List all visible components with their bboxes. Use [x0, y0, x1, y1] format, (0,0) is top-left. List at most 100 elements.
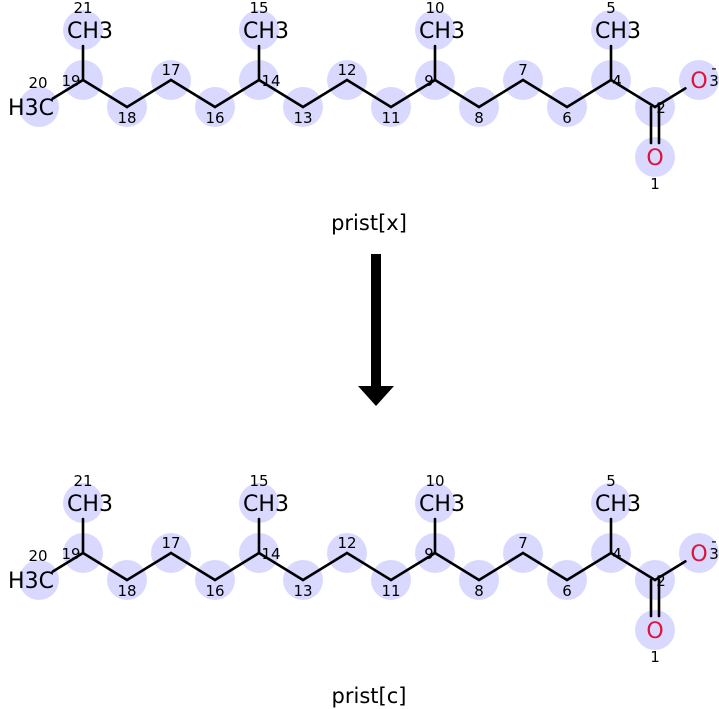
atom-highlight-3 [679, 60, 719, 100]
atom-number-9: 9 [424, 72, 434, 90]
atom-number-20: 20 [28, 547, 47, 565]
atom-number-4: 4 [612, 72, 622, 90]
atom-number-7: 7 [518, 61, 528, 79]
bond-7-6 [521, 78, 569, 109]
bond-2-3 [653, 87, 687, 109]
bond-2-3 [653, 560, 687, 582]
atom-number-13: 13 [293, 109, 312, 127]
atom-number-17: 17 [161, 61, 180, 79]
caption-prist-c: prist[c] [332, 684, 407, 708]
atom-number-12: 12 [337, 61, 356, 79]
atom-number-4: 4 [612, 545, 622, 563]
atom-number-2: 2 [656, 572, 666, 590]
bond-18-17 [125, 551, 173, 582]
atom-highlight-3 [679, 533, 719, 573]
bond-12-11 [345, 551, 393, 582]
bond-16-14 [213, 551, 261, 582]
atom-number-11: 11 [381, 109, 400, 127]
atom-number-1: 1 [650, 648, 660, 666]
atom-number-9: 9 [424, 545, 434, 563]
atom-number-6: 6 [562, 109, 572, 127]
bond-4-2 [609, 78, 657, 109]
bond-17-16 [169, 78, 217, 109]
atom-highlight-15 [239, 483, 279, 523]
atom-number-14: 14 [261, 545, 280, 563]
atom-number-18: 18 [117, 109, 136, 127]
atom-number-19: 19 [61, 72, 80, 90]
atom-label-15: CH3 [243, 492, 289, 517]
atom-number-10: 10 [425, 0, 444, 17]
bond-4-2 [609, 551, 657, 582]
atom-highlight-1 [635, 137, 675, 177]
atom-highlight-20 [19, 87, 59, 127]
atom-number-14: 14 [261, 72, 280, 90]
atom-label-5: CH3 [595, 492, 641, 517]
molecule-prist-x: O12O-34CH356789CH31011121314CH3151617181… [8, 0, 719, 193]
atom-number-8: 8 [474, 582, 484, 600]
bond-18-17 [125, 78, 173, 109]
atom-number-16: 16 [205, 582, 224, 600]
atom-number-5: 5 [606, 472, 616, 490]
bond-20-19 [51, 551, 85, 573]
atom-label-20: H3C [8, 569, 54, 594]
bond-16-14 [213, 78, 261, 109]
bond-6-4 [565, 551, 613, 582]
caption-prist-x: prist[x] [331, 211, 407, 235]
molecule-prist-c: O12O-34CH356789CH31011121314CH3151617181… [8, 472, 719, 666]
bond-14-13 [257, 78, 305, 109]
atom-number-21: 21 [73, 0, 92, 17]
atom-number-1: 1 [650, 175, 660, 193]
atom-number-8: 8 [474, 109, 484, 127]
atom-number-7: 7 [518, 534, 528, 552]
bond-11-9 [389, 551, 437, 582]
atom-highlight-10 [415, 483, 455, 523]
bond-6-4 [565, 78, 613, 109]
atom-number-15: 15 [249, 472, 268, 490]
atom-number-13: 13 [293, 582, 312, 600]
bond-8-7 [477, 551, 525, 582]
atom-label-1: O [646, 146, 663, 171]
bond-14-13 [257, 551, 305, 582]
atom-label-3: O [690, 69, 707, 94]
atom-label-21: CH3 [67, 492, 113, 517]
atom-highlight-5 [591, 483, 631, 523]
atom-label-10: CH3 [419, 492, 465, 517]
atom-label-5: CH3 [595, 19, 641, 44]
atom-number-12: 12 [337, 534, 356, 552]
atom-highlight-21 [63, 483, 103, 523]
atom-label-10: CH3 [419, 19, 465, 44]
atom-number-10: 10 [425, 472, 444, 490]
atom-label-21: CH3 [67, 19, 113, 44]
bond-11-9 [389, 78, 437, 109]
bond-9-8 [433, 551, 481, 582]
atom-highlight-5 [591, 10, 631, 50]
bond-13-12 [301, 78, 349, 109]
atom-number-11: 11 [381, 582, 400, 600]
atom-highlight-21 [63, 10, 103, 50]
bond-19-18 [81, 551, 129, 582]
reaction-arrow [358, 254, 394, 406]
bond-9-8 [433, 78, 481, 109]
bond-17-16 [169, 551, 217, 582]
atom-number-3: 3 [709, 72, 719, 90]
atom-number-15: 15 [249, 0, 268, 17]
atom-highlight-20 [19, 560, 59, 600]
atom-highlight-15 [239, 10, 279, 50]
charge-3: - [711, 59, 716, 77]
charge-3: - [711, 532, 716, 550]
atom-number-16: 16 [205, 109, 224, 127]
atom-highlight-10 [415, 10, 455, 50]
bond-13-12 [301, 551, 349, 582]
bond-8-7 [477, 78, 525, 109]
atom-number-6: 6 [562, 582, 572, 600]
bond-12-11 [345, 78, 393, 109]
atom-number-5: 5 [606, 0, 616, 17]
bond-7-6 [521, 551, 569, 582]
atom-highlight-1 [635, 610, 675, 650]
atom-label-15: CH3 [243, 19, 289, 44]
atom-label-20: H3C [8, 96, 54, 121]
atom-number-3: 3 [709, 545, 719, 563]
atom-label-1: O [646, 619, 663, 644]
atom-number-18: 18 [117, 582, 136, 600]
